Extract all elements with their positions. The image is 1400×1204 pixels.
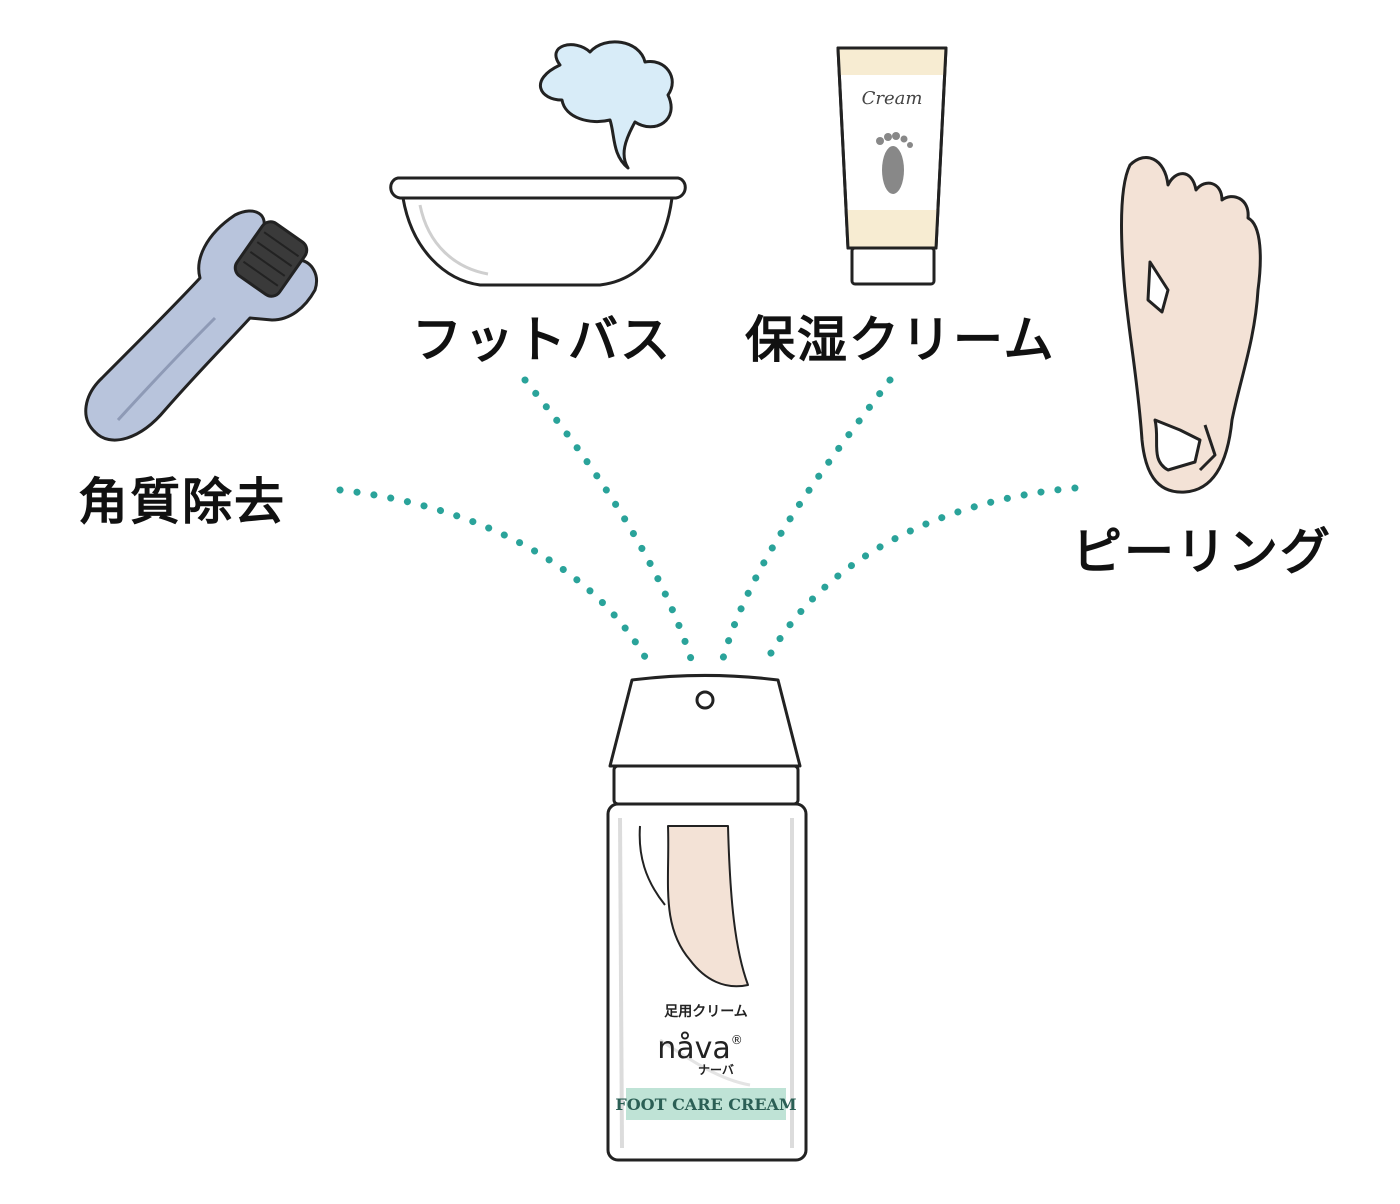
connector-foot-bath (521, 376, 696, 666)
connector-callus-removal (336, 486, 652, 666)
label-callus-removal: 角質除去 (78, 472, 286, 531)
label-moisturizing-cream: 保湿クリーム (745, 310, 1056, 369)
nozzle-icon (695, 690, 715, 710)
label-peeling: ピーリング (1072, 522, 1332, 581)
brand-name: nåva (657, 1031, 731, 1066)
foot-roller-icon (84, 209, 318, 442)
label-foot-bath: フットバス (412, 310, 672, 369)
product-brand-kana: ナーバ (698, 1063, 734, 1077)
footprint-icon (876, 132, 913, 194)
product-band-text: FOOT CARE CREAM (615, 1095, 796, 1114)
cream-tube-icon: Cream (836, 46, 948, 286)
steam-icon (538, 40, 674, 170)
connector-peeling (762, 484, 1079, 666)
registered-mark: ® (731, 1033, 743, 1047)
product-band (626, 1088, 786, 1120)
peeling-foot-icon (1120, 156, 1262, 494)
connector-moisturizing-cream (718, 376, 894, 666)
product-brand: nåva® (657, 1031, 743, 1066)
product-category: 足用クリーム (664, 1004, 748, 1020)
tube-label: Cream (862, 88, 923, 109)
foot-bath-icon (389, 40, 687, 287)
dotted-connectors (336, 376, 1079, 666)
product-bottle (606, 674, 808, 1162)
